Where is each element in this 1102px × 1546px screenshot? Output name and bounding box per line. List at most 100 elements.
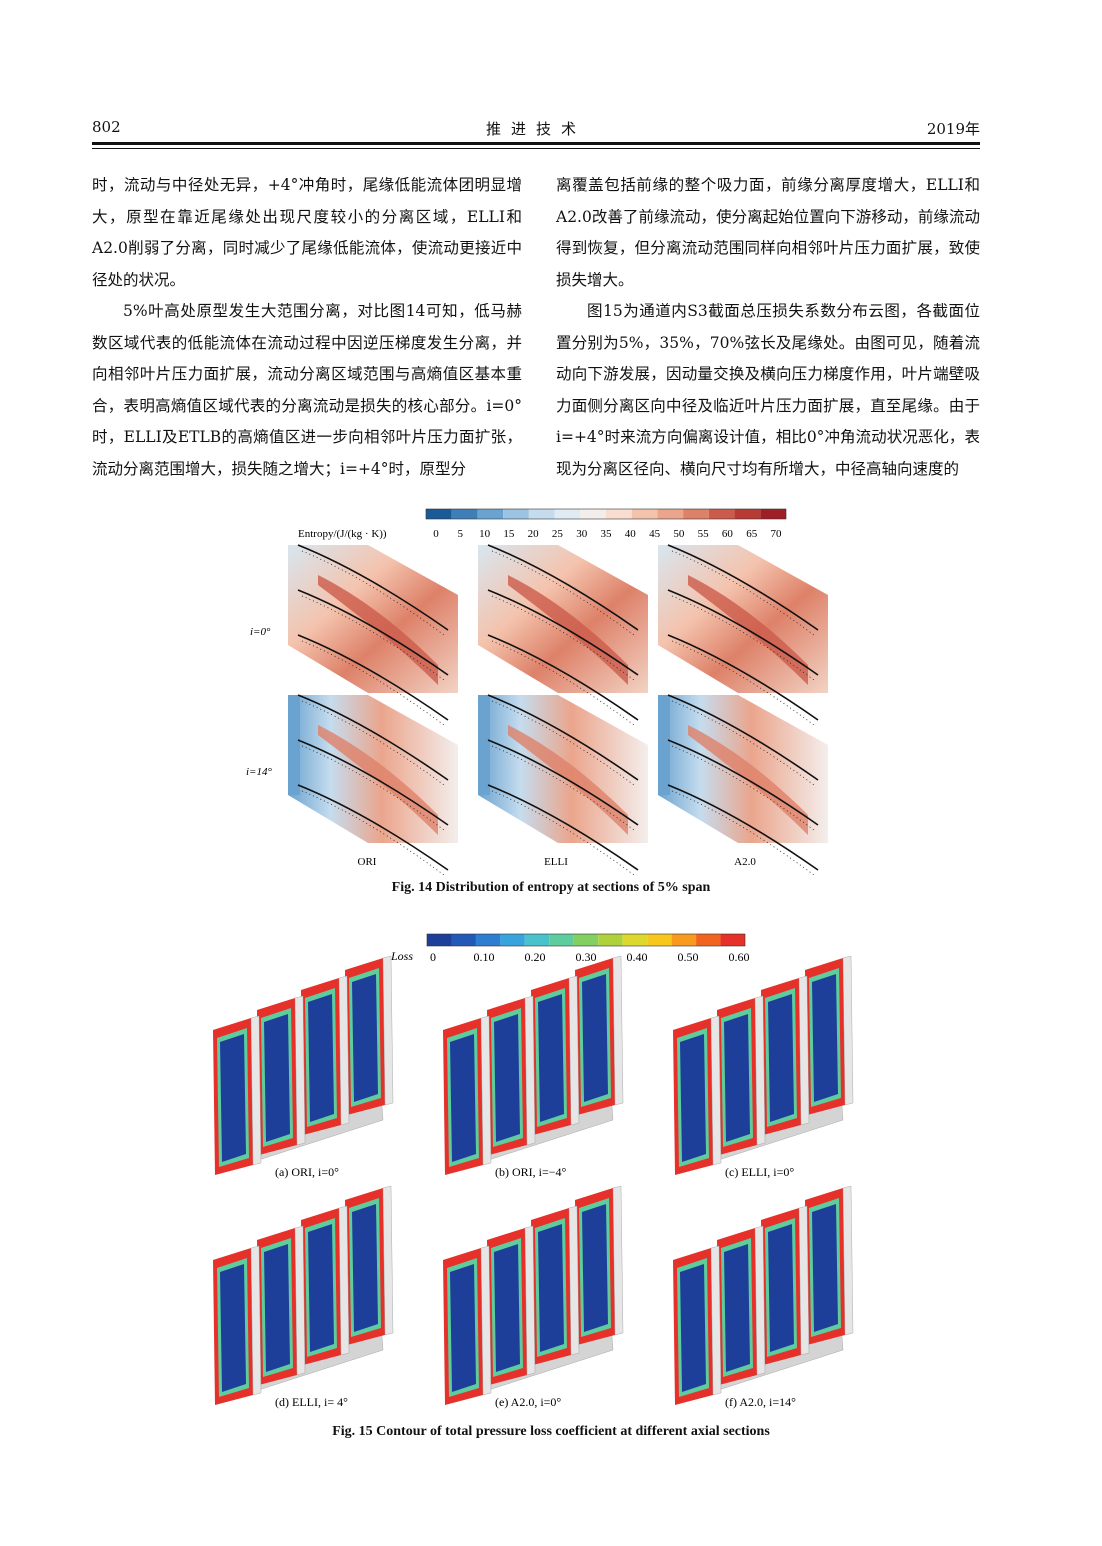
paragraph: 5%叶高处原型发生大范围分离，对比图14可知，低马赫数区域代表的低能流体在流动过…	[92, 302, 522, 478]
colorbar-tick-label: 5	[458, 528, 464, 540]
section-core	[450, 1034, 476, 1162]
axial-section	[673, 1015, 722, 1175]
page-number: 802	[92, 118, 121, 136]
blade-outline	[297, 634, 449, 721]
entropy-panel	[478, 544, 648, 726]
colorbar-swatch	[549, 934, 574, 946]
blade	[524, 1225, 536, 1376]
axial-section	[717, 1225, 766, 1385]
panel-label-a: (a) ORI, i=0°	[275, 1165, 339, 1179]
streamline	[301, 550, 445, 636]
section-core	[494, 1014, 520, 1142]
section-core	[812, 974, 838, 1102]
loss-panel	[443, 955, 624, 1175]
loss-panels	[213, 955, 854, 1405]
blade	[480, 1015, 492, 1166]
blade	[382, 1185, 394, 1336]
colorbar-tick-label: 10	[479, 528, 491, 540]
section-core	[538, 1224, 564, 1352]
axial-section	[761, 975, 810, 1135]
section-core	[680, 1264, 706, 1392]
row-label-i0: i=0°	[250, 626, 271, 638]
blade-outline	[487, 694, 639, 781]
axial-section	[443, 1245, 492, 1405]
panel-label-b: (b) ORI, i=−4°	[495, 1165, 567, 1179]
colorbar-tick-label: 65	[746, 528, 758, 540]
colorbar-swatch	[720, 934, 745, 946]
blade	[382, 955, 394, 1106]
blade	[798, 1205, 810, 1356]
entropy-colorbar-label: Entropy/(J/(kg · K))	[298, 528, 387, 540]
loss-panel	[673, 955, 854, 1175]
loss-panel	[213, 1185, 394, 1405]
col-label-a20: A2.0	[734, 856, 756, 868]
streamline	[671, 745, 815, 831]
blade	[710, 1245, 722, 1396]
left-column: 时，流动与中径处无异，+4°冲角时，尾缘低能流体团明显增大，原型在靠近尾缘处出现…	[92, 170, 522, 485]
axial-section	[805, 1185, 854, 1345]
blade	[480, 1245, 492, 1396]
page-header: 802 推进技术 2019年	[92, 118, 980, 140]
paragraph: 图15为通道内S3截面总压损失系数分布云图，各截面位置分别为5%，35%，70%…	[556, 302, 980, 478]
figure-14-caption: Fig. 14 Distribution of entropy at secti…	[391, 880, 711, 895]
loss-colorbar	[426, 933, 746, 947]
colorbar-swatch	[500, 934, 525, 946]
blade	[612, 1185, 624, 1336]
loss-panel	[213, 955, 394, 1175]
blade	[612, 955, 624, 1106]
streamline	[301, 595, 445, 681]
paragraph: 时，流动与中径处无异，+4°冲角时，尾缘低能流体团明显增大，原型在靠近尾缘处出现…	[92, 176, 522, 289]
blade	[710, 1015, 722, 1166]
axial-section	[673, 1245, 722, 1405]
colorbar-swatch	[760, 509, 786, 519]
streamline	[301, 790, 445, 875]
colorbar-swatch	[671, 934, 697, 946]
colorbar-swatch	[696, 934, 721, 946]
colorbar-tick-label: 35	[601, 528, 613, 540]
blade	[754, 995, 766, 1146]
colorbar-tick-label: 0.40	[627, 950, 648, 964]
blade-outline	[297, 589, 449, 676]
streamline	[671, 595, 815, 681]
blade	[250, 1015, 262, 1166]
blade-outline	[297, 784, 449, 871]
streamline	[491, 745, 635, 831]
colorbar-swatch	[554, 509, 581, 519]
colorbar-swatch	[503, 509, 529, 519]
axial-section	[531, 975, 580, 1135]
loss-panel	[673, 1185, 854, 1405]
streamline	[301, 745, 445, 831]
axial-section	[575, 955, 624, 1115]
entropy-panels	[288, 544, 828, 875]
axial-section	[213, 1245, 262, 1405]
colorbar-swatch	[708, 509, 735, 519]
section-core	[308, 994, 334, 1122]
section-core	[264, 1014, 290, 1142]
row-label-i14: i=14°	[246, 766, 272, 778]
entropy-colorbar	[425, 508, 787, 520]
streamline	[671, 700, 815, 786]
blade-outline	[297, 739, 449, 826]
colorbar-frame	[425, 508, 787, 520]
streamline	[301, 700, 445, 786]
section-core	[768, 1224, 794, 1352]
loss-colorbar-label: Loss	[390, 949, 413, 963]
panel-label-e: (e) A2.0, i=0°	[495, 1395, 561, 1409]
blade-outline	[487, 784, 639, 871]
colorbar-swatch	[426, 509, 452, 519]
colorbar-tick-label: 0	[430, 950, 436, 964]
year: 2019年	[926, 120, 980, 138]
header-rule-thin	[92, 148, 980, 149]
section-core	[724, 1014, 750, 1142]
inlet-strip	[288, 695, 300, 795]
streamline	[301, 640, 445, 726]
colorbar-swatch	[622, 934, 648, 946]
colorbar-tick-label: 40	[625, 528, 637, 540]
inlet-strip	[658, 695, 670, 795]
axial-section	[345, 1185, 394, 1345]
streamline	[671, 550, 815, 636]
blade-outline	[667, 634, 819, 721]
colorbar-frame	[426, 933, 746, 947]
loss-panel	[443, 1185, 624, 1405]
